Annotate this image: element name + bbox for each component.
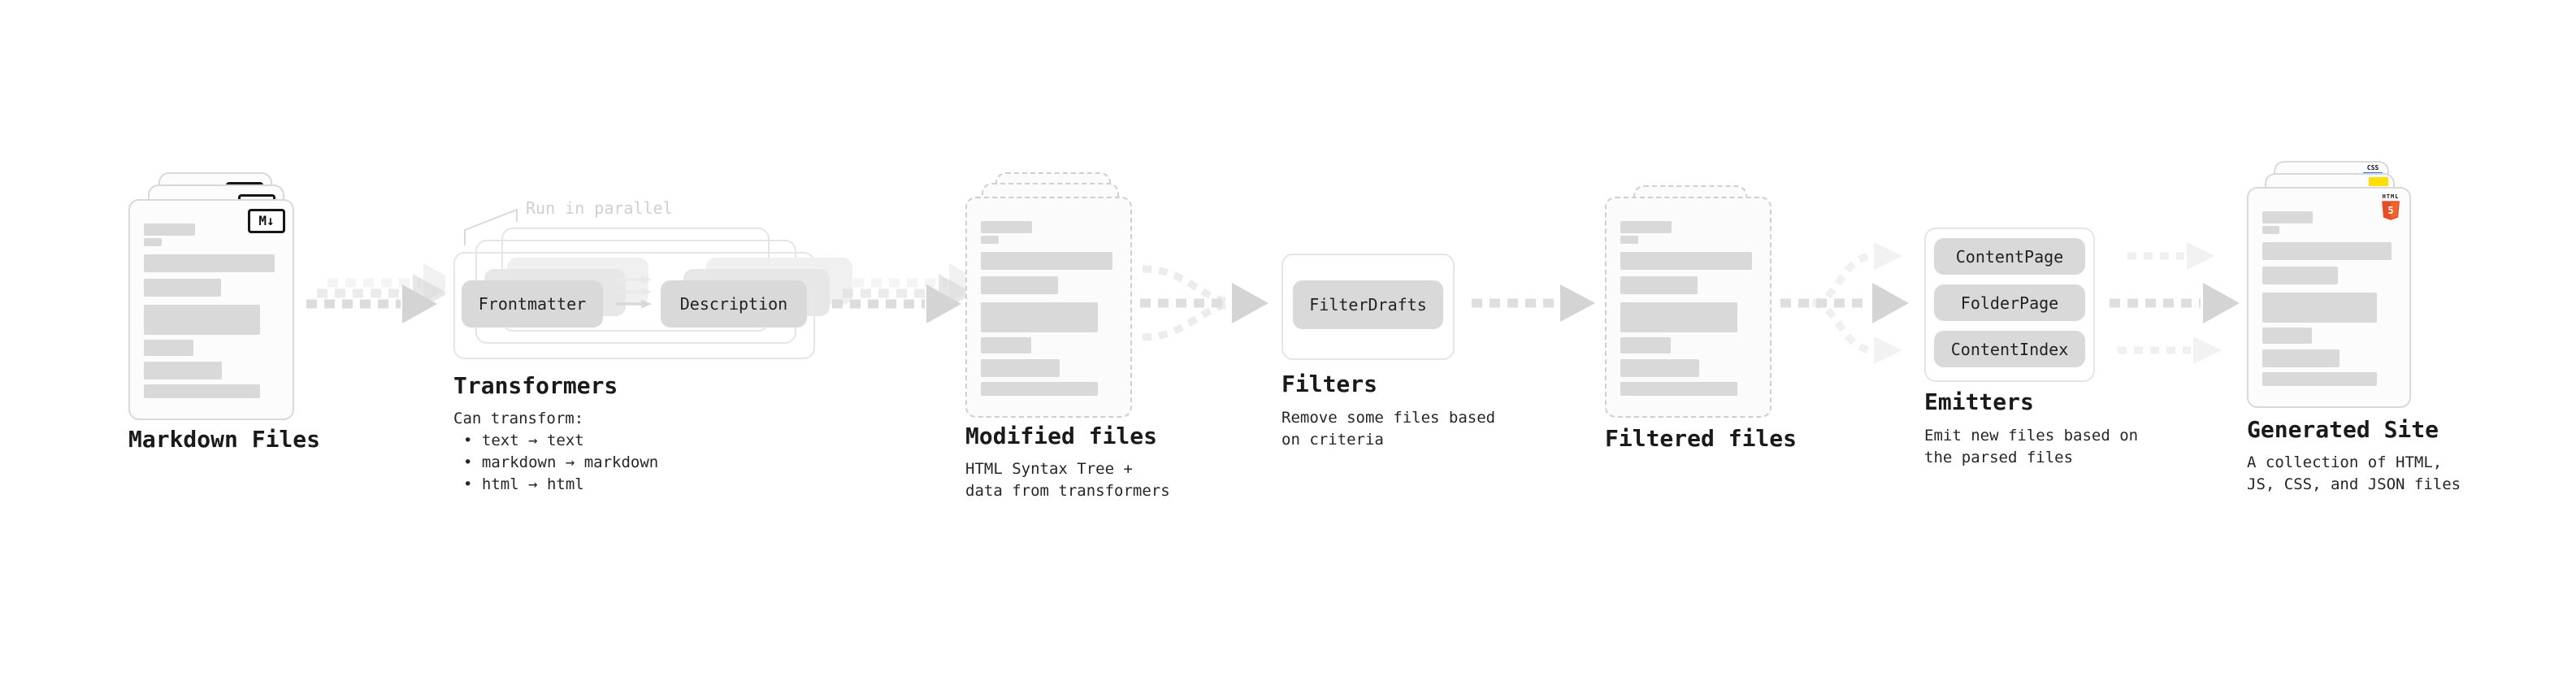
transformer-node-description: Description xyxy=(661,280,807,327)
arrow-filtered-to-emitters xyxy=(1780,242,1909,364)
parallel-note-leader-line xyxy=(464,208,518,245)
html5-icon: HTML 5 xyxy=(2380,193,2401,223)
js-icon xyxy=(2369,177,2388,186)
stage-markdown-files: M↓ M↓ M↓ xyxy=(128,172,332,424)
stage-emitters: ContentPage FolderPage ContentIndex xyxy=(1924,228,2095,382)
emitter-node-contentpage: ContentPage xyxy=(1934,238,2085,275)
document-placeholder-lines xyxy=(2262,211,2396,386)
document-placeholder-lines xyxy=(981,221,1117,396)
stage-filters: FilterDrafts xyxy=(1281,254,1455,360)
emitters-box xyxy=(1924,228,2095,382)
emitters-description: Emit new files based on the parsed files xyxy=(1924,427,2139,466)
transformer-node-frontmatter: Frontmatter xyxy=(462,280,603,327)
stage-generated-site: CSS HTML 5 xyxy=(2247,161,2450,421)
document-placeholder-lines xyxy=(1620,221,1756,396)
stage-filtered-files xyxy=(1605,185,1808,429)
filters-box xyxy=(1281,254,1455,360)
markdown-files-title: Markdown Files xyxy=(128,426,321,453)
run-in-parallel-note: Run in parallel xyxy=(526,198,673,218)
markdown-icon: M↓ xyxy=(248,209,285,233)
emitters-title: Emitters xyxy=(1924,388,2034,415)
stage-modified-files xyxy=(965,172,1169,424)
emitter-node-folderpage: FolderPage xyxy=(1934,284,2085,321)
filter-node-filterdrafts: FilterDrafts xyxy=(1293,280,1443,329)
generated-site-description: A collection of HTML, JS, CSS, and JSON … xyxy=(2247,453,2461,493)
file-card-front xyxy=(1605,197,1772,418)
arrow-filters-to-filtered xyxy=(1472,284,1595,322)
arrow-modified-to-filters xyxy=(1140,265,1268,341)
filtered-files-title: Filtered files xyxy=(1605,425,1798,452)
file-card-front xyxy=(965,197,1132,418)
filters-description: Remove some files based on criteria xyxy=(1281,409,1496,449)
transformers-title: Transformers xyxy=(453,372,618,399)
filters-title: Filters xyxy=(1281,371,1378,397)
arrow-transformers-to-modified xyxy=(832,263,971,323)
emitter-node-contentindex: ContentIndex xyxy=(1934,331,2085,367)
generated-site-title: Generated Site xyxy=(2247,416,2439,443)
file-card-html: HTML 5 xyxy=(2247,187,2411,408)
arrow-emitters-to-generated xyxy=(2110,242,2240,364)
svg-text:5: 5 xyxy=(2387,205,2393,216)
modified-files-description: HTML Syntax Tree + data from transformer… xyxy=(965,460,1170,500)
stage-transformers: Run in parallel Frontmatter Description xyxy=(453,185,852,364)
modified-files-title: Modified files xyxy=(965,423,1158,449)
arrow-markdown-to-transformers xyxy=(306,263,445,323)
document-placeholder-lines xyxy=(144,223,279,398)
transformers-description: Can transform: • text → text • markdown … xyxy=(453,410,659,493)
transform-flow-arrows xyxy=(616,275,652,309)
file-card-front: M↓ xyxy=(128,199,294,420)
